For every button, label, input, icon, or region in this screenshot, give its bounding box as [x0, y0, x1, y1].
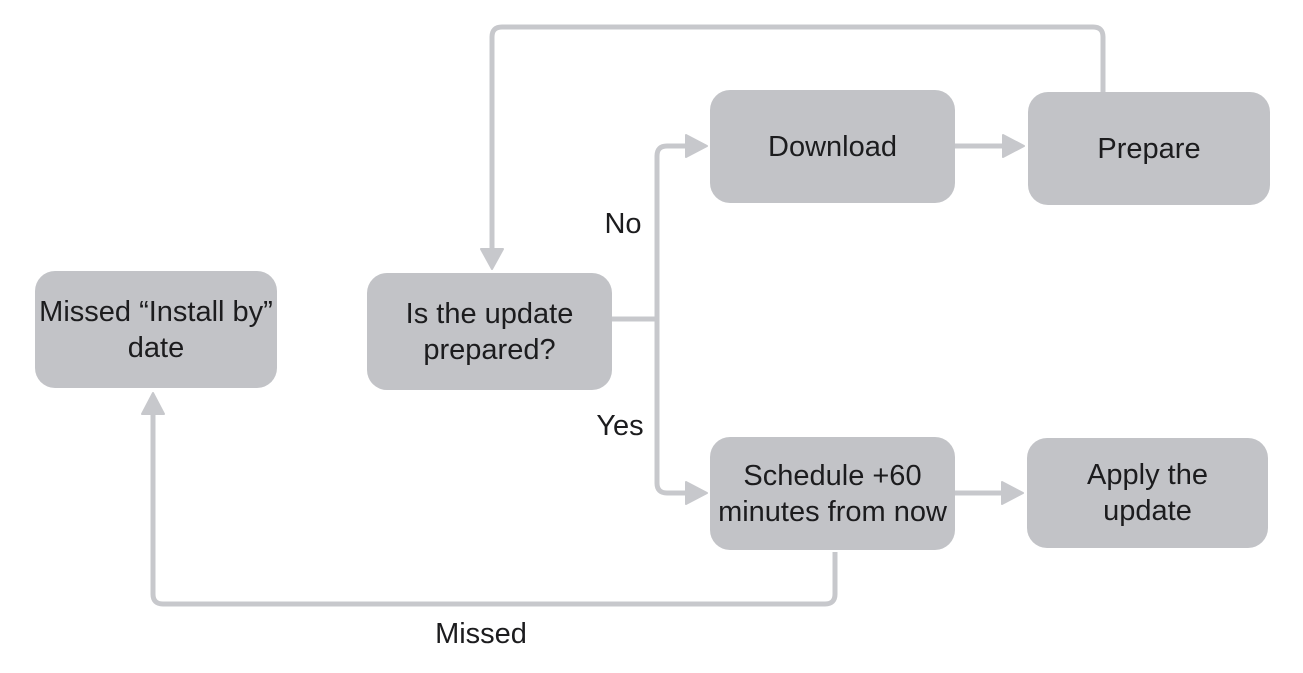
arrowhead-into-apply-icon — [1001, 481, 1024, 505]
node-schedule-plus-60: Schedule +60 minutes from now — [710, 437, 955, 550]
node-label: Schedule +60 minutes from now — [718, 459, 947, 528]
arrowhead-into-download-icon — [685, 134, 708, 158]
node-label: Missed “Install by” date — [39, 295, 273, 364]
arrowhead-into-prepared-icon — [480, 248, 504, 270]
node-missed-install-by-date: Missed “Install by” date — [35, 271, 277, 388]
arrowhead-into-schedule-icon — [685, 481, 708, 505]
node-prepare: Prepare — [1028, 92, 1270, 205]
edge-junction-bracket — [654, 143, 688, 496]
arrowhead-into-missed-icon — [141, 392, 165, 415]
node-label: Is the update prepared? — [405, 297, 574, 366]
node-apply-the-update: Apply the update — [1027, 438, 1268, 548]
node-label: Download — [768, 130, 897, 163]
edge-prepare-loop-back — [489, 24, 1106, 250]
node-label: Apply the update — [1087, 459, 1208, 527]
edge-missed-loop-back — [150, 413, 838, 607]
edge-label-missed: Missed — [435, 618, 527, 650]
node-label: Prepare — [1097, 132, 1201, 165]
node-download: Download — [710, 90, 955, 203]
arrowhead-into-prepare-icon — [1002, 134, 1025, 158]
node-is-update-prepared: Is the update prepared? — [367, 273, 612, 390]
edge-label-yes: Yes — [596, 410, 644, 442]
edge-label-no: No — [604, 208, 642, 240]
